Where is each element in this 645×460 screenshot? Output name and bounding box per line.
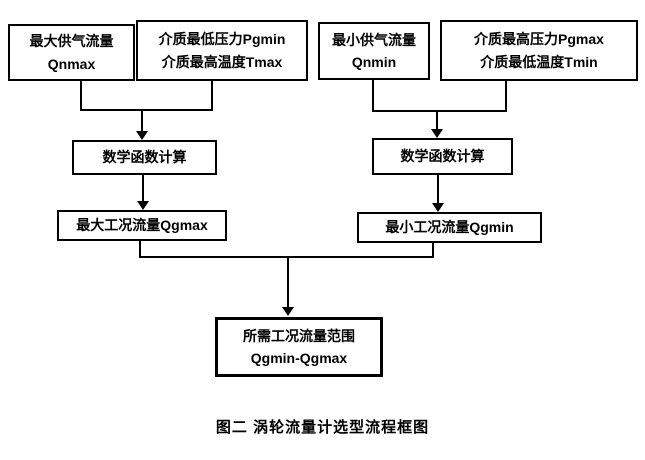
node-min-pressure-max-temp: 介质最低压力Pgmin 介质最高温度Tmax — [136, 20, 308, 81]
node-label: 介质最低压力Pgmin — [158, 31, 286, 48]
node-max-pressure-min-temp: 介质最高压力Pgmax 介质最低温度Tmin — [440, 20, 638, 81]
node-label: 介质最高压力Pgmax — [474, 31, 604, 48]
connector-line — [80, 109, 213, 111]
connector-line — [432, 242, 434, 258]
connector-line — [141, 109, 143, 133]
node-qgmin: 最小工况流量Qgmin — [357, 212, 542, 243]
node-sublabel: 介质最高温度Tmax — [161, 53, 283, 70]
connector-line — [436, 110, 438, 131]
node-math-calc-left: 数学函数计算 — [72, 140, 217, 175]
node-result-range: 所需工况流量范围 Qgmin-Qgmax — [215, 317, 383, 377]
connector-line — [505, 79, 507, 112]
node-sublabel: 介质最低温度Tmin — [480, 53, 598, 70]
node-label: 最大工况流量Qgmax — [76, 217, 208, 234]
node-label: 最小工况流量Qgmin — [385, 219, 514, 236]
connector-line — [211, 79, 213, 111]
connector-line — [437, 174, 439, 204]
node-label: 所需工况流量范围 — [243, 327, 355, 344]
connector-line — [372, 79, 374, 112]
connector-line — [372, 110, 507, 112]
node-min-supply-flow: 最小供气流量 Qnmin — [318, 22, 430, 80]
arrow-down-icon — [432, 203, 444, 212]
node-math-calc-right: 数学函数计算 — [372, 138, 513, 175]
node-sublabel: Qnmin — [351, 54, 397, 70]
node-label: 数学函数计算 — [400, 148, 485, 165]
node-sublabel: Qgmin-Qgmax — [250, 350, 348, 366]
connector-line — [287, 256, 289, 309]
connector-line — [142, 174, 144, 202]
connector-line — [139, 240, 141, 258]
node-label: 数学函数计算 — [102, 149, 187, 166]
node-qgmax: 最大工况流量Qgmax — [57, 210, 227, 241]
node-max-supply-flow: 最大供气流量 Qnmax — [8, 24, 135, 81]
arrow-down-icon — [136, 131, 148, 140]
connector-line — [80, 79, 82, 111]
figure-caption: 图二 涡轮流量计选型流程框图 — [215, 419, 430, 436]
connector-line — [139, 256, 434, 258]
arrow-down-icon — [282, 307, 294, 316]
node-label: 最大供气流量 — [29, 33, 114, 50]
node-label: 最小供气流量 — [332, 31, 416, 48]
arrow-down-icon — [431, 129, 443, 138]
arrow-down-icon — [137, 201, 149, 210]
node-sublabel: Qnmax — [47, 55, 96, 72]
